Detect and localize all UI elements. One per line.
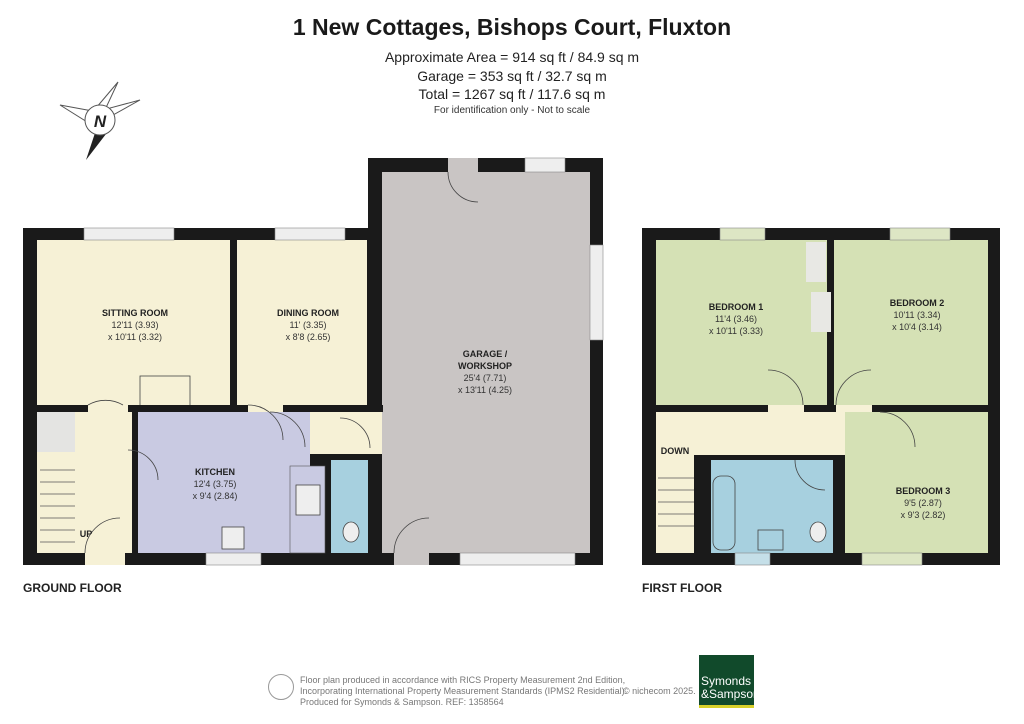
room-dimension: x 8'8 (2.65)	[286, 332, 331, 342]
room-dimension: 11'4 (3.46)	[715, 314, 757, 324]
footer-line: Produced for Symonds & Sampson. REF: 135…	[300, 697, 504, 707]
room-name: SITTING ROOM	[102, 308, 168, 318]
first-floor-label: FIRST FLOOR	[642, 581, 722, 595]
dining-room	[237, 240, 367, 405]
agent-logo: Symonds &Sampson	[699, 655, 760, 708]
copyright: © nichecom 2025.	[623, 686, 696, 696]
compass-icon: N	[59, 81, 141, 160]
room-name: BEDROOM 3	[896, 486, 951, 496]
compass-north-label: N	[94, 112, 107, 131]
stairs	[656, 412, 694, 553]
footer-text: Floor plan produced in accordance with R…	[300, 675, 627, 708]
stairs-label: UP	[80, 529, 93, 539]
first-floor-plan: BEDROOM 1 11'4 (3.46) x 10'11 (3.33) BED…	[642, 227, 1000, 566]
footer-line: Floor plan produced in accordance with R…	[300, 675, 626, 685]
room-name: BEDROOM 2	[890, 298, 945, 308]
room-dimension: 9'5 (2.87)	[904, 498, 942, 508]
bedroom-2	[834, 240, 988, 405]
stairs-label: DOWN	[661, 446, 690, 456]
room-dimension: x 9'3 (2.82)	[901, 510, 946, 520]
toilet-icon	[809, 521, 827, 543]
room-name: GARAGE /	[463, 349, 508, 359]
ground-floor-label: GROUND FLOOR	[23, 581, 122, 595]
bedroom-1	[656, 240, 827, 405]
room-dimension: 12'11 (3.93)	[111, 320, 158, 330]
bedroom-3	[845, 412, 988, 553]
hob-icon	[295, 484, 321, 516]
room-dimension: x 9'4 (2.84)	[193, 491, 238, 501]
room-name: KITCHEN	[195, 467, 235, 477]
sitting-room	[37, 240, 230, 405]
approximate-area: Approximate Area = 914 sq ft / 84.9 sq m	[384, 49, 640, 65]
garage-area: Garage = 353 sq ft / 32.7 sq m	[417, 68, 607, 84]
room-name: BEDROOM 1	[709, 302, 764, 312]
disclaimer: For identification only - Not to scale	[433, 105, 591, 116]
room-dimension: x 10'4 (3.14)	[892, 322, 942, 332]
room-dimension: 11' (3.35)	[289, 320, 326, 330]
room-name: WORKSHOP	[458, 361, 512, 371]
ground-floor-plan: SITTING ROOM 12'11 (3.93) x 10'11 (3.32)…	[23, 157, 604, 566]
room-dimension: x 10'11 (3.33)	[709, 326, 763, 336]
person-icon	[268, 674, 294, 700]
room-name: DINING ROOM	[277, 308, 339, 318]
room-dimension: 10'11 (3.34)	[893, 310, 940, 320]
basin-icon	[757, 529, 784, 551]
bath-icon	[712, 475, 736, 551]
room-dimension: x 13'11 (4.25)	[458, 385, 512, 395]
logo-text: Symonds	[701, 674, 752, 688]
garage-room	[382, 172, 590, 553]
room-dimension: 12'4 (3.75)	[194, 479, 237, 489]
sink-icon	[221, 526, 245, 550]
footer-line: Incorporating International Property Mea…	[300, 686, 628, 696]
property-title: 1 New Cottages, Bishops Court, Fluxton	[292, 14, 732, 40]
total-area: Total = 1267 sq ft / 117.6 sq m	[418, 86, 606, 102]
toilet-icon	[342, 521, 360, 543]
room-dimension: 25'4 (7.71)	[464, 373, 507, 383]
logo-text: &Sampson	[701, 687, 760, 701]
room-dimension: x 10'11 (3.32)	[108, 332, 162, 342]
